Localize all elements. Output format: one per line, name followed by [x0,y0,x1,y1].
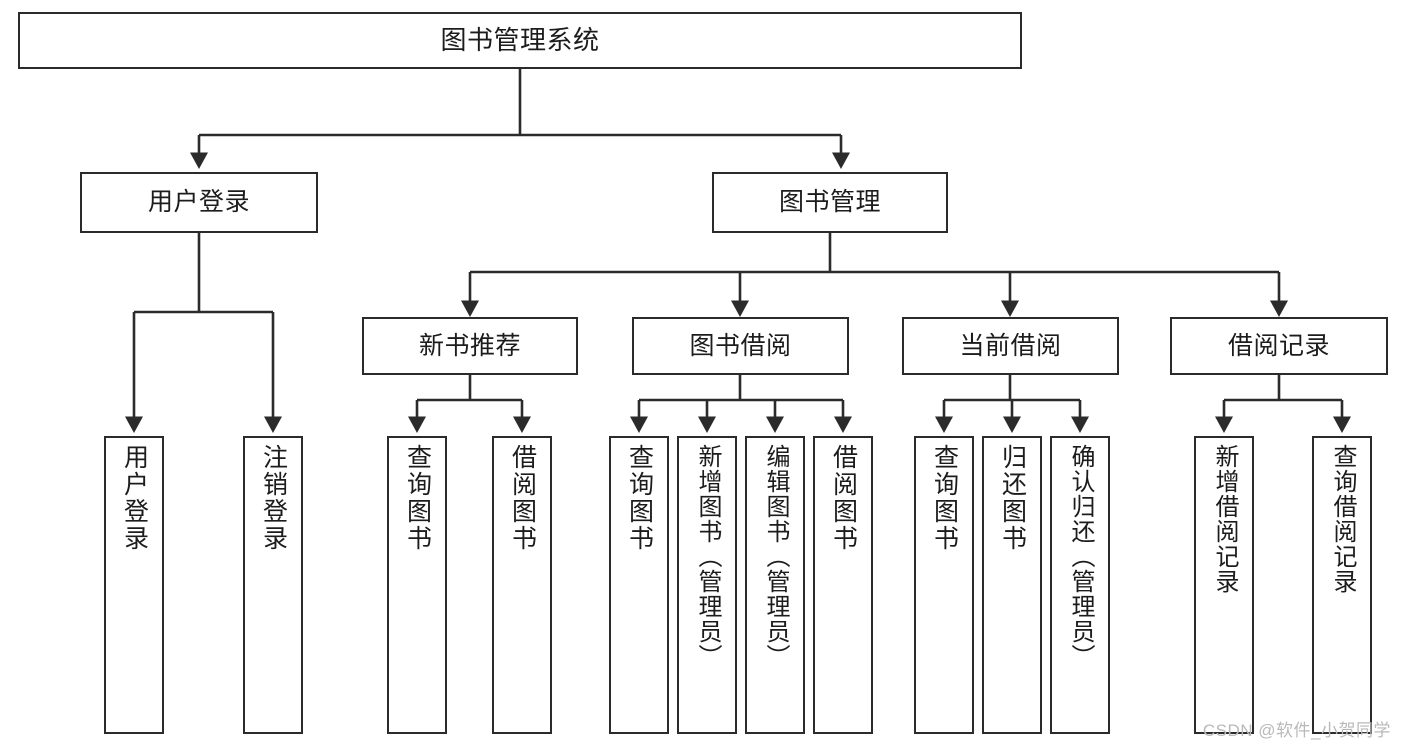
node-user-login[interactable]: 用户登录 [80,172,318,233]
leaf-user-login[interactable]: 用户登录 [104,436,164,734]
leaf-return-book[interactable]: 归还图书 [982,436,1042,734]
node-root-book-management-system[interactable]: 图书管理系统 [18,12,1022,69]
node-label: 借阅记录 [1227,331,1330,360]
leaf-query-book-recommend[interactable]: 查询图书 [387,436,447,734]
leaf-borrow-book-recommend[interactable]: 借阅图书 [492,436,552,734]
node-label: 确认归还（管理员） [1067,444,1094,669]
leaf-add-book-admin[interactable]: 新增图书（管理员） [677,436,737,734]
node-new-book-recommend[interactable]: 新书推荐 [362,317,578,375]
node-label: 新书推荐 [418,331,521,360]
node-label: 新增图书（管理员） [694,444,721,669]
leaf-confirm-return-admin[interactable]: 确认归还（管理员） [1050,436,1110,734]
csdn-watermark: CSDN @软件_小贺同学 [1202,721,1391,740]
node-label: 查询图书 [403,444,432,552]
node-book-management[interactable]: 图书管理 [712,172,948,233]
node-label: 编辑图书（管理员） [762,444,789,669]
node-label: 查询借阅记录 [1329,444,1356,594]
node-label: 用户登录 [147,188,250,217]
leaf-add-borrow-record[interactable]: 新增借阅记录 [1194,436,1254,734]
node-label: 新增借阅记录 [1211,444,1238,594]
leaf-borrow-book[interactable]: 借阅图书 [813,436,873,734]
node-label: 图书借阅 [689,331,792,360]
node-label: 查询图书 [930,444,959,552]
node-label: 图书管理系统 [440,24,600,55]
node-label: 图书管理 [778,188,881,217]
node-current-borrow[interactable]: 当前借阅 [902,317,1119,375]
leaf-logout[interactable]: 注销登录 [243,436,303,734]
node-label: 归还图书 [998,444,1027,552]
leaf-query-book-current[interactable]: 查询图书 [914,436,974,734]
node-label: 借阅图书 [829,444,858,552]
node-borrow-record[interactable]: 借阅记录 [1170,317,1388,375]
node-label: 当前借阅 [959,331,1062,360]
leaf-edit-book-admin[interactable]: 编辑图书（管理员） [745,436,805,734]
node-book-borrow[interactable]: 图书借阅 [632,317,849,375]
node-label: 注销登录 [259,444,288,552]
node-label: 查询图书 [625,444,654,552]
leaf-query-borrow-record[interactable]: 查询借阅记录 [1312,436,1372,734]
node-label: 借阅图书 [508,444,537,552]
node-label: 用户登录 [120,444,149,552]
leaf-query-book-borrow[interactable]: 查询图书 [609,436,669,734]
